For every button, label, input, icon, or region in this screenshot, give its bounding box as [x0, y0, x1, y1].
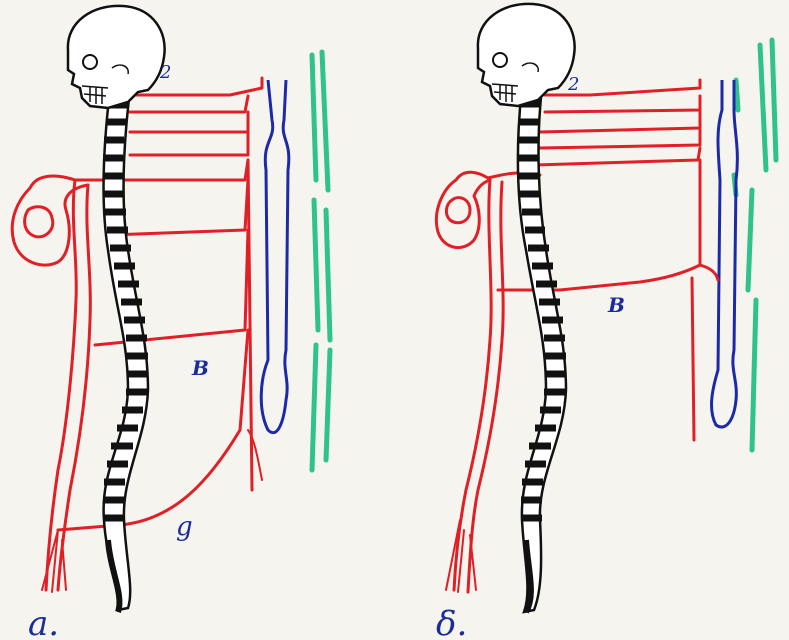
panel-a-spine: [103, 90, 148, 612]
panel-a-vessel: [261, 80, 289, 433]
panel-a-label-lower: g: [176, 512, 193, 542]
panel-a-label-middle: B: [191, 356, 209, 380]
panel-b-title: δ.: [436, 604, 467, 640]
panel-b-nerves: [436, 68, 718, 592]
panel-b-membrane: [734, 40, 776, 450]
panel-b-skull: [478, 4, 575, 106]
panel-a: 2 B g a.: [12, 6, 330, 640]
panel-b-spine: [518, 88, 566, 612]
panel-b-vessel: [712, 80, 738, 427]
panel-a-membrane: [312, 52, 330, 470]
panel-b-label-top: 2: [567, 74, 579, 95]
panel-a-label-top: 2: [159, 62, 171, 83]
panel-b: 2 B δ.: [436, 4, 776, 640]
panel-a-title: a.: [28, 604, 59, 640]
panel-b-label-middle: B: [607, 293, 625, 317]
panel-a-skull: [68, 6, 165, 108]
